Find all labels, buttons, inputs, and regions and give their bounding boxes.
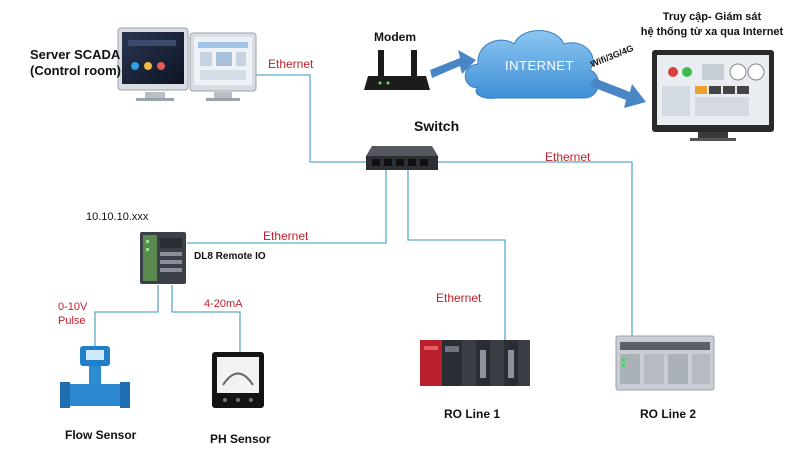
link-io-flow (94, 285, 159, 346)
io-ip-label: 10.10.10.xxx (86, 211, 149, 223)
flow-signal-line1: 0-10V (58, 301, 88, 313)
flow-signal-line2: Pulse (58, 315, 86, 327)
ph-sensor-label: PH Sensor (210, 432, 271, 446)
remote-label: Truy cập- Giám sát hệ thống từ xa qua In… (626, 10, 798, 40)
server-label-line2: (Control room) (30, 63, 121, 78)
link-switch-ro1 (407, 170, 506, 340)
internet-remote-arrow (590, 78, 646, 108)
modem-label: Modem (374, 30, 416, 44)
flow-sensor-label: Flow Sensor (65, 428, 137, 442)
modem-router (364, 50, 430, 90)
ro-line-2-plc (615, 335, 715, 391)
link-server-switch (255, 74, 375, 163)
ro-line-1-label: RO Line 1 (444, 407, 501, 421)
ethernet-label-switch-io: Ethernet (263, 229, 309, 243)
link-io-ph (171, 285, 241, 352)
ph-sensor-device (212, 352, 264, 408)
server-label: Server SCADA (Control room) (30, 47, 121, 79)
ro-line-2-label: RO Line 2 (640, 407, 697, 421)
ro-line-1-plc (420, 340, 530, 386)
remote-monitor (652, 50, 774, 141)
modem-internet-arrow (430, 50, 476, 78)
ethernet-label-switch-ro1: Ethernet (436, 291, 482, 305)
switch-label: Switch (414, 118, 460, 134)
internet-cloud (464, 30, 599, 99)
server-label-line1: Server SCADA (30, 47, 121, 62)
link-switch-ro2 (430, 161, 633, 336)
server-scada-monitors (117, 27, 257, 101)
remote-io-device (140, 232, 186, 284)
remote-label-line1: Truy cập- Giám sát (662, 11, 762, 23)
link-switch-io (187, 170, 387, 244)
remote-label-line2: hệ thống từ xa qua Internet (640, 26, 784, 38)
io-label: DL8 Remote IO (194, 251, 266, 262)
network-switch (366, 146, 438, 170)
ethernet-label-server-switch: Ethernet (268, 57, 314, 71)
flow-sensor-device (60, 346, 130, 408)
flow-signal-label: 0-10V Pulse (58, 300, 87, 328)
ph-signal-label: 4-20mA (204, 298, 243, 310)
connection-lines (94, 74, 633, 352)
ethernet-label-switch-ro2: Ethernet (545, 150, 591, 164)
internet-label: INTERNET (505, 58, 574, 73)
